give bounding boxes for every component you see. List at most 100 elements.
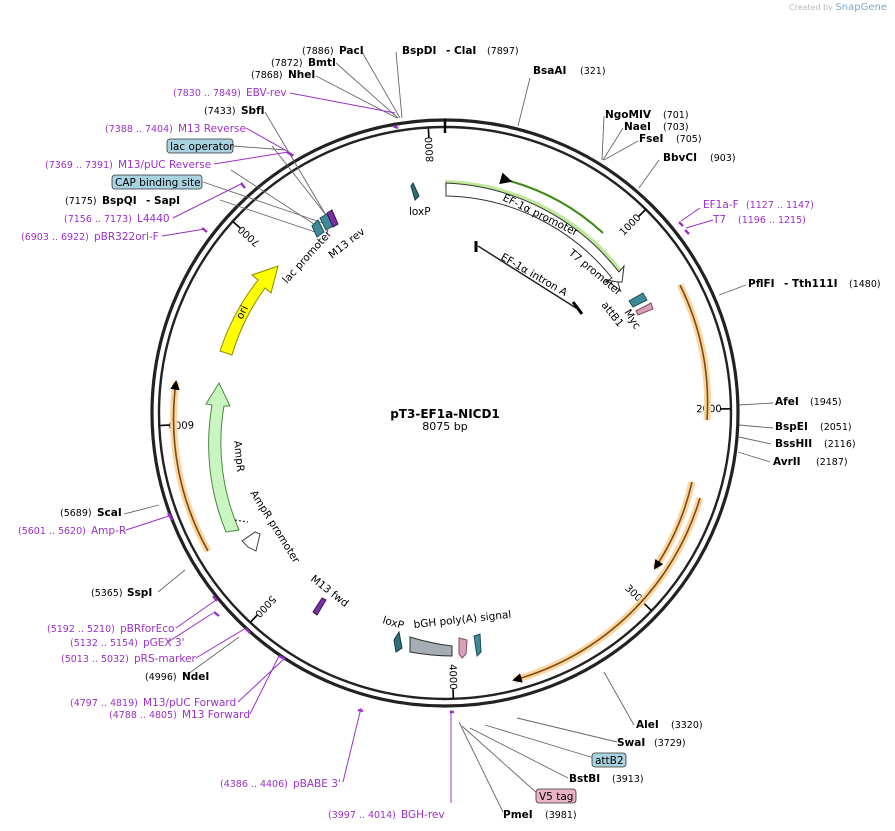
bp-tick-label: 8000 bbox=[424, 136, 436, 162]
enzyme-name: AvrII bbox=[773, 456, 801, 468]
enzyme-name: SbfI bbox=[241, 105, 265, 117]
enzyme-alt-name: - ClaI bbox=[446, 45, 476, 57]
enzyme-pos: (3981) bbox=[545, 810, 577, 821]
enzyme-pos: (703) bbox=[663, 122, 689, 133]
attb2-box bbox=[591, 752, 627, 768]
primer-range: (7369 .. 7391) bbox=[45, 160, 113, 171]
bgh-polya-feature bbox=[409, 636, 453, 657]
ampr-feature bbox=[205, 381, 240, 533]
plasmid-name: pT3-EF1a-NICD1 bbox=[390, 407, 500, 421]
enzyme-pos: (701) bbox=[663, 110, 689, 121]
snapgene-credit: Created by SnapGene bbox=[789, 2, 887, 13]
primer-name: L4440 bbox=[137, 213, 170, 225]
bp-tick bbox=[643, 603, 653, 612]
enzyme-name: NdeI bbox=[182, 671, 209, 683]
attb1-label: attB1 bbox=[599, 299, 626, 329]
enzyme-pos: (4996) bbox=[145, 672, 177, 683]
primer-range: (6903 .. 6922) bbox=[21, 232, 89, 243]
primer-name: M13 Forward bbox=[182, 709, 250, 721]
lac-promoter-feature bbox=[311, 219, 325, 238]
ef1a-intron-label: EF-1α intron A bbox=[499, 251, 570, 299]
enzyme-pos: (7872) bbox=[271, 58, 303, 69]
cds-left-arrow bbox=[170, 380, 209, 552]
enzyme-name: AleI bbox=[636, 719, 659, 731]
primer-range: (4788 .. 4805) bbox=[109, 710, 177, 721]
primer-range: (7156 .. 7173) bbox=[64, 214, 132, 225]
m13-rev-feature bbox=[326, 209, 339, 228]
primer-range: (7388 .. 7404) bbox=[105, 124, 173, 135]
v5-tag-label: V5 tag bbox=[539, 791, 573, 803]
v5-tag-box bbox=[535, 788, 577, 804]
enzyme-alt-name: - Tth111I bbox=[784, 278, 838, 290]
cds-bottom-glow bbox=[513, 496, 704, 684]
lac-promoter-label: lac promoter bbox=[280, 228, 334, 286]
enzyme-pos: (7897) bbox=[487, 46, 519, 57]
enzyme-name: BspDI bbox=[402, 45, 436, 57]
snapgene-logo: SnapGene bbox=[835, 2, 887, 13]
bp-tick bbox=[249, 614, 258, 624]
primer-name: M13/pUC Forward bbox=[143, 697, 236, 709]
bp-tick-label: 4000 bbox=[446, 664, 458, 690]
cds-mid-arrow bbox=[653, 481, 693, 570]
v5-tag-feature bbox=[458, 637, 468, 659]
leader-lines bbox=[123, 51, 774, 813]
primer-name: BGH-rev bbox=[401, 809, 445, 821]
enzyme-pos: (2187) bbox=[816, 457, 848, 468]
intron-cap-end bbox=[571, 301, 584, 315]
m13-rev-label: M13 rev bbox=[326, 226, 367, 262]
ampr-dotted-mark bbox=[234, 519, 249, 523]
enzyme-pos: (2116) bbox=[824, 439, 856, 450]
enzyme-name: BstBI bbox=[569, 773, 600, 785]
enzyme-pos: (3729) bbox=[654, 738, 686, 749]
primer-range: (3997 .. 4014) bbox=[328, 810, 396, 821]
bp-tick-label: 7000 bbox=[236, 223, 262, 248]
enzyme-pos: (2051) bbox=[820, 422, 852, 433]
ampr-promoter-feature bbox=[241, 531, 261, 552]
cap-site-label: CAP binding site bbox=[115, 177, 201, 189]
attB1-feature bbox=[628, 292, 648, 308]
primer-range: (5013 .. 5032) bbox=[61, 654, 129, 665]
bp-tick bbox=[427, 127, 430, 138]
enzyme-name: ScaI bbox=[97, 507, 122, 519]
cds-right-arrow bbox=[679, 284, 709, 421]
ef1a-promoter-label: EF-1α promoter bbox=[501, 192, 581, 239]
credit-prefix: Created by bbox=[788, 3, 833, 12]
enzyme-name: NaeI bbox=[624, 121, 651, 133]
primer-range: (5601 .. 5620) bbox=[18, 526, 86, 537]
plasmid-size: 8075 bp bbox=[422, 420, 467, 433]
enzyme-name: BspEI bbox=[775, 421, 808, 433]
enzyme-pos: (5689) bbox=[60, 508, 92, 519]
boxed-labels: lac operator CAP binding site attB2 V5 t… bbox=[111, 138, 627, 804]
loxp-bottom-label: loxP bbox=[381, 614, 405, 631]
m13-fwd-feature bbox=[312, 597, 327, 616]
attb2-feature bbox=[473, 633, 482, 658]
loxp-top-label: loxP bbox=[409, 206, 431, 218]
primer-labels: (7830 .. 7849) EBV-rev (7388 .. 7404) M1… bbox=[18, 87, 814, 821]
primer-name: pRS-marker bbox=[134, 653, 197, 665]
enzyme-labels: (7886) PacI BspDI - ClaI (7897) (7872) B… bbox=[60, 45, 881, 821]
primer-range: (1127 .. 1147) bbox=[746, 200, 814, 211]
primer-name: Amp-R bbox=[91, 525, 126, 537]
bp-tick bbox=[638, 208, 647, 217]
lac-operator-label: lac operator bbox=[170, 141, 234, 153]
enzyme-pos: (1480) bbox=[849, 279, 881, 290]
ef1a-promoter-arrow bbox=[499, 172, 604, 234]
enzyme-name: PacI bbox=[339, 45, 364, 57]
ori-feature bbox=[219, 265, 279, 356]
ampr-label: AmpR bbox=[231, 440, 246, 472]
primer-name: M13/pUC Reverse bbox=[118, 159, 211, 171]
enzyme-name: NgoMIV bbox=[605, 109, 652, 121]
primer-name: pBRforEco bbox=[120, 623, 174, 635]
ori-label: ori bbox=[234, 304, 251, 322]
myc-feature bbox=[635, 302, 654, 316]
primer-name: pBABE 3' bbox=[293, 778, 341, 790]
cap-site-box bbox=[111, 174, 203, 190]
enzyme-pos: (3913) bbox=[612, 774, 644, 785]
primer-name: pBR322ori-F bbox=[94, 231, 159, 243]
enzyme-pos: (1945) bbox=[810, 397, 842, 408]
enzyme-name: PflFI bbox=[748, 278, 775, 290]
enzyme-pos: (5365) bbox=[91, 588, 123, 599]
enzyme-name: SspI bbox=[127, 587, 152, 599]
bgh-label: bGH poly(A) signal bbox=[413, 609, 512, 631]
